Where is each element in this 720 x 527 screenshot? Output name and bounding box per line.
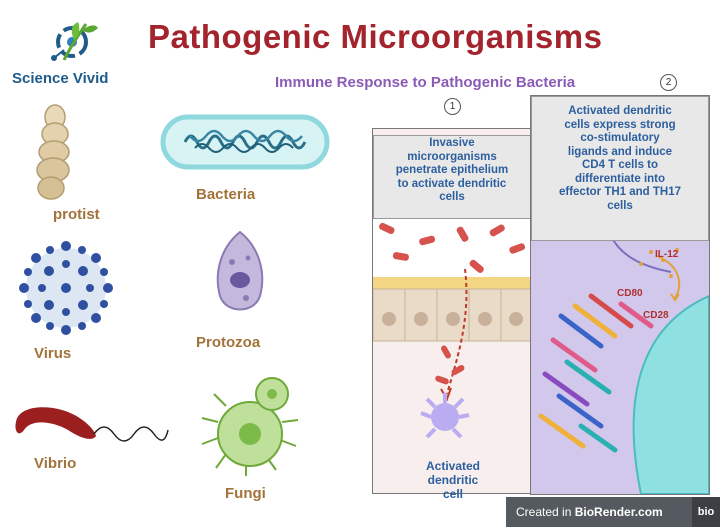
bacteria-icon — [160, 114, 330, 170]
panel-1-text-line: penetrate epithelium — [395, 164, 509, 176]
panel-2-text-line: CD4 T cells to — [581, 159, 659, 171]
activated-dendritic-cell-caption: Activated dendritic cell — [425, 459, 481, 501]
virus-label: Virus — [34, 345, 72, 362]
diagram-subtitle: Immune Response to Pathogenic Bacteria — [275, 74, 576, 91]
bio-badge: bio — [692, 497, 720, 527]
epithelium-illustration — [373, 219, 531, 439]
panel-2-text-line: ligands and induce — [567, 145, 673, 158]
protozoa-label: Protozoa — [196, 334, 261, 351]
step-1-badge: 1 — [444, 98, 461, 115]
cd28-label: CD28 — [643, 310, 669, 321]
fungi-label: Fungi — [225, 485, 266, 502]
panel-2-text-line: effector TH1 and TH17 — [558, 186, 682, 198]
panel-2: Activated dendritic cells express strong… — [530, 95, 710, 495]
panel-2-text-line: Activated dendritic — [568, 105, 672, 117]
il12-label: IL-12 — [655, 249, 679, 260]
vibrio-label: Vibrio — [34, 455, 77, 472]
step-2-badge: 2 — [660, 74, 677, 91]
cd80-label: CD80 — [617, 288, 643, 299]
t-cell-synapse-illustration — [538, 236, 709, 494]
biorender-credit: Created in BioRender.com bio — [506, 497, 720, 527]
panel-2-textbox: Activated dendritic cells express strong… — [531, 96, 709, 241]
vibrio-icon — [15, 407, 169, 442]
brand-name: Science Vivid — [12, 70, 109, 87]
panel-2-text-line: differentiate into — [574, 172, 666, 185]
protist-label: protist — [53, 206, 100, 223]
protozoa-icon — [216, 230, 264, 311]
panel-1-text-line: to activate dendritic — [397, 177, 507, 190]
panel-1-text-line: Invasive — [429, 137, 475, 149]
biorender-link: BioRender.com — [574, 505, 663, 519]
page-title: Pathogenic Microorganisms — [148, 18, 603, 55]
panel-1-text-line: microorganisms — [407, 150, 497, 163]
panel-2-text-line: cells — [607, 199, 633, 212]
protist-icon — [36, 104, 70, 200]
created-in-text: Created in — [516, 505, 575, 519]
panel-2-text-line: cells express strong — [564, 118, 676, 131]
panel-1-textbox: Invasive microorganisms penetrate epithe… — [373, 135, 531, 219]
science-vivid-logo-icon — [51, 22, 98, 61]
panel-1: Invasive microorganisms penetrate epithe… — [372, 128, 532, 501]
panel-2-text-line: co-stimulatory — [580, 132, 660, 144]
virus-icon — [19, 241, 113, 335]
bacteria-label: Bacteria — [196, 186, 256, 203]
panel-1-text-line: cells — [439, 191, 465, 203]
fungi-icon — [201, 377, 299, 476]
